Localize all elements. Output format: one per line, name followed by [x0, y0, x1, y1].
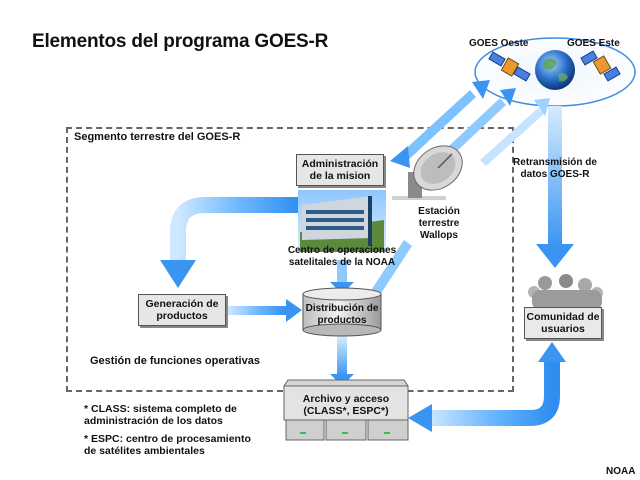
arrow-ops-to-generation	[160, 197, 300, 288]
rebroadcast-label: Retransmisión de datos GOES-R	[513, 157, 597, 180]
ground-segment-title: Segmento terrestre del GOES-R	[74, 131, 241, 143]
arrow-archive-users	[408, 342, 566, 432]
product-generation-box: Generación de productos	[138, 294, 226, 326]
arrow-station-distribution	[370, 240, 412, 298]
earth-icon	[535, 50, 575, 90]
arrow-distribution-to-archive	[330, 336, 354, 386]
distribution-cylinder	[302, 287, 382, 337]
footnote-class: * CLASS: sistema completo de administrac…	[84, 403, 237, 427]
arrow-generation-to-distribution	[228, 299, 302, 322]
page-title: Elementos del programa GOES-R	[32, 31, 329, 52]
user-community-box: Comunidad de usuarios	[524, 307, 602, 339]
wallops-dish-icon	[392, 145, 463, 200]
user-community-label: Comunidad de usuarios	[526, 311, 600, 335]
mission-admin-label: Administración de la mision	[301, 158, 379, 182]
satellite-west-icon	[488, 51, 531, 82]
credit-label: NOAA	[606, 466, 636, 477]
product-distribution-label: Distribución de productos	[305, 303, 379, 326]
footnote-espc: * ESPC: centro de procesamiento de satél…	[84, 433, 251, 457]
wallops-station-label: Estación terrestre Wallops	[418, 206, 460, 241]
product-generation-label: Generación de productos	[145, 298, 219, 322]
archive-server-icon	[283, 379, 409, 441]
satellite-west-label: GOES Oeste	[469, 38, 529, 49]
ops-center-building-image	[298, 190, 386, 252]
satellite-east-label: GOES Este	[567, 38, 620, 49]
user-community-icon	[528, 274, 603, 310]
ops-functions-label: Gestión de funciones operativas	[90, 355, 260, 367]
satellite-east-icon	[580, 50, 621, 82]
mission-admin-box: Administración de la mision	[296, 154, 384, 186]
arrow-rebroadcast	[536, 106, 574, 268]
archive-label: Archivo y acceso (CLASS*, ESPC*)	[302, 393, 390, 417]
ops-center-label: Centro de operaciones satelitales de la …	[287, 245, 397, 268]
